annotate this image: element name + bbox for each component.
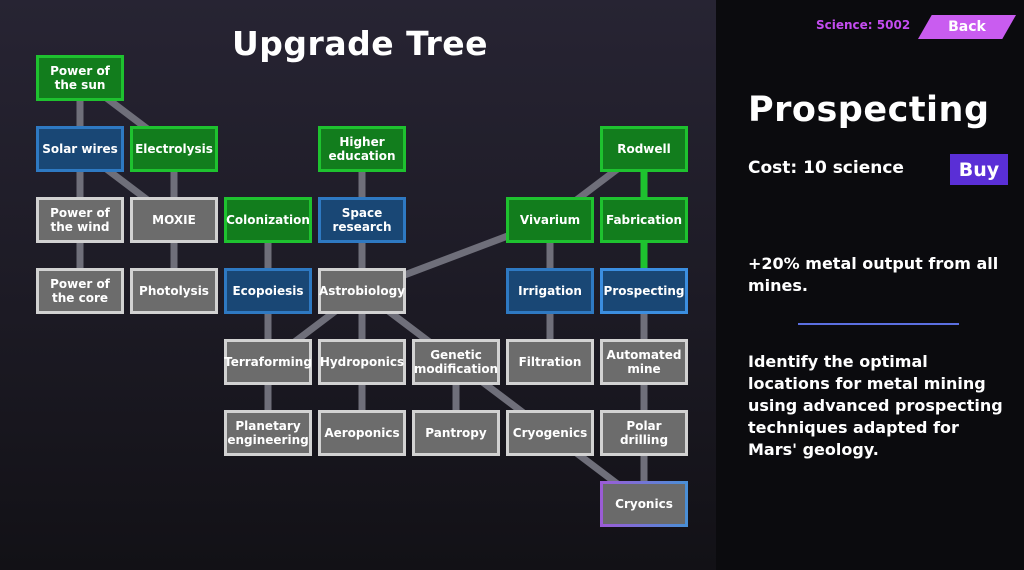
buy-button[interactable]: Buy (950, 154, 1008, 185)
node-irrigation[interactable]: Irrigation (506, 268, 594, 314)
node-photolysis[interactable]: Photolysis (130, 268, 218, 314)
node-hydroponics[interactable]: Hydroponics (318, 339, 406, 385)
node-higher-education[interactable]: Higher education (318, 126, 406, 172)
node-genetic-modification[interactable]: Genetic modification (412, 339, 500, 385)
science-counter: Science: 5002 (816, 18, 911, 32)
node-solar-wires[interactable]: Solar wires (36, 126, 124, 172)
upgrade-cost: Cost: 10 science (748, 158, 904, 178)
page-title: Upgrade Tree (232, 24, 488, 63)
node-planetary-engineering[interactable]: Planetary engineering (224, 410, 312, 456)
node-ecopoiesis[interactable]: Ecopoiesis (224, 268, 312, 314)
node-cryonics[interactable]: Cryonics (600, 481, 688, 527)
node-power-of-the-wind[interactable]: Power of the wind (36, 197, 124, 243)
node-pantropy[interactable]: Pantropy (412, 410, 500, 456)
node-prospecting[interactable]: Prospecting (600, 268, 688, 314)
node-fabrication[interactable]: Fabrication (600, 197, 688, 243)
node-polar-drilling[interactable]: Polar drilling (600, 410, 688, 456)
node-astrobiology[interactable]: Astrobiology (318, 268, 406, 314)
node-filtration[interactable]: Filtration (506, 339, 594, 385)
upgrade-description: Identify the optimal locations for metal… (748, 352, 1003, 459)
node-automated-mine[interactable]: Automated mine (600, 339, 688, 385)
upgrade-effect: +20% metal output from all mines. (748, 254, 999, 295)
node-terraforming[interactable]: Terraforming (224, 339, 312, 385)
node-rodwell[interactable]: Rodwell (600, 126, 688, 172)
upgrade-title: Prospecting (748, 90, 990, 130)
back-button[interactable]: Back (918, 15, 1016, 39)
node-aeroponics[interactable]: Aeroponics (318, 410, 406, 456)
divider (798, 323, 959, 325)
node-colonization[interactable]: Colonization (224, 197, 312, 243)
node-power-of-the-sun[interactable]: Power of the sun (36, 55, 124, 101)
node-space-research[interactable]: Space research (318, 197, 406, 243)
node-electrolysis[interactable]: Electrolysis (130, 126, 218, 172)
node-moxie[interactable]: MOXIE (130, 197, 218, 243)
detail-panel (716, 0, 1024, 570)
node-power-of-the-core[interactable]: Power of the core (36, 268, 124, 314)
node-vivarium[interactable]: Vivarium (506, 197, 594, 243)
node-cryogenics[interactable]: Cryogenics (506, 410, 594, 456)
upgrade-tree-panel: Upgrade Tree Power of the sun Solar wire… (0, 0, 716, 570)
